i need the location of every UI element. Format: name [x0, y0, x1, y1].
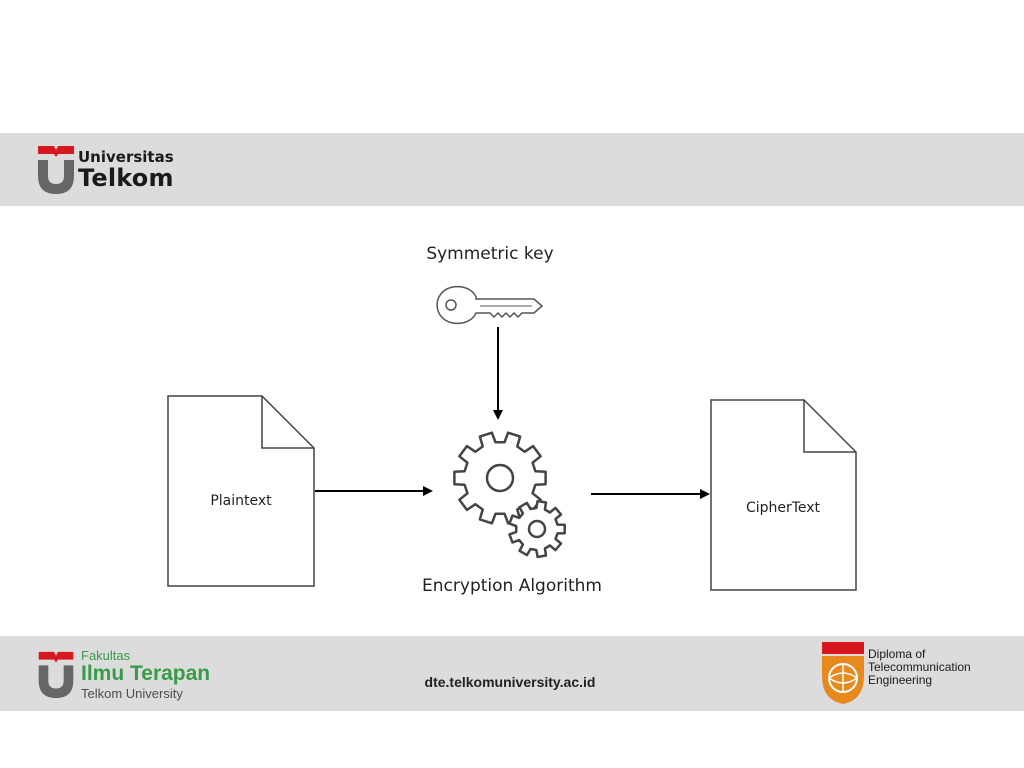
logo-line-telkom: Telkom — [78, 164, 174, 192]
logo-line-universitas: Universitas — [78, 148, 174, 166]
header-band — [0, 133, 1024, 206]
d3-emblem-icon — [822, 642, 864, 704]
encryption-algorithm-label: Encryption Algorithm — [422, 576, 602, 596]
faculty-line-fakultas: Fakultas — [81, 648, 131, 663]
gears-icon — [453, 431, 566, 559]
small-gear-hub — [527, 519, 547, 539]
program-line-2: Telecommunication — [868, 660, 971, 674]
telkom-emblem-icon — [38, 146, 74, 194]
faculty-line-telkom-university: Telkom University — [81, 686, 183, 701]
ciphertext-label: CipherText — [746, 500, 821, 516]
plaintext-document-icon — [167, 395, 315, 587]
diploma-program-text: Diploma of Telecommunication Engineering — [868, 648, 971, 687]
plaintext-label: Plaintext — [210, 493, 272, 509]
telkom-university-logo: Universitas Telkom — [36, 142, 186, 198]
faculty-logo: Fakultas Ilmu Terapan Telkom University — [36, 646, 236, 706]
website-url: dte.telkomuniversity.ac.id — [424, 674, 596, 690]
faculty-line-ilmu-terapan: Ilmu Terapan — [81, 662, 211, 685]
program-line-1: Diploma of — [868, 647, 926, 661]
diploma-program-logo: Diploma of Telecommunication Engineering — [820, 640, 1010, 708]
key-icon — [436, 285, 544, 325]
program-line-3: Engineering — [868, 673, 933, 687]
symmetric-key-label: Symmetric key — [426, 244, 553, 264]
ciphertext-document-icon — [710, 399, 857, 591]
large-gear-hub — [485, 463, 515, 493]
telkom-emblem-icon — [38, 651, 74, 699]
